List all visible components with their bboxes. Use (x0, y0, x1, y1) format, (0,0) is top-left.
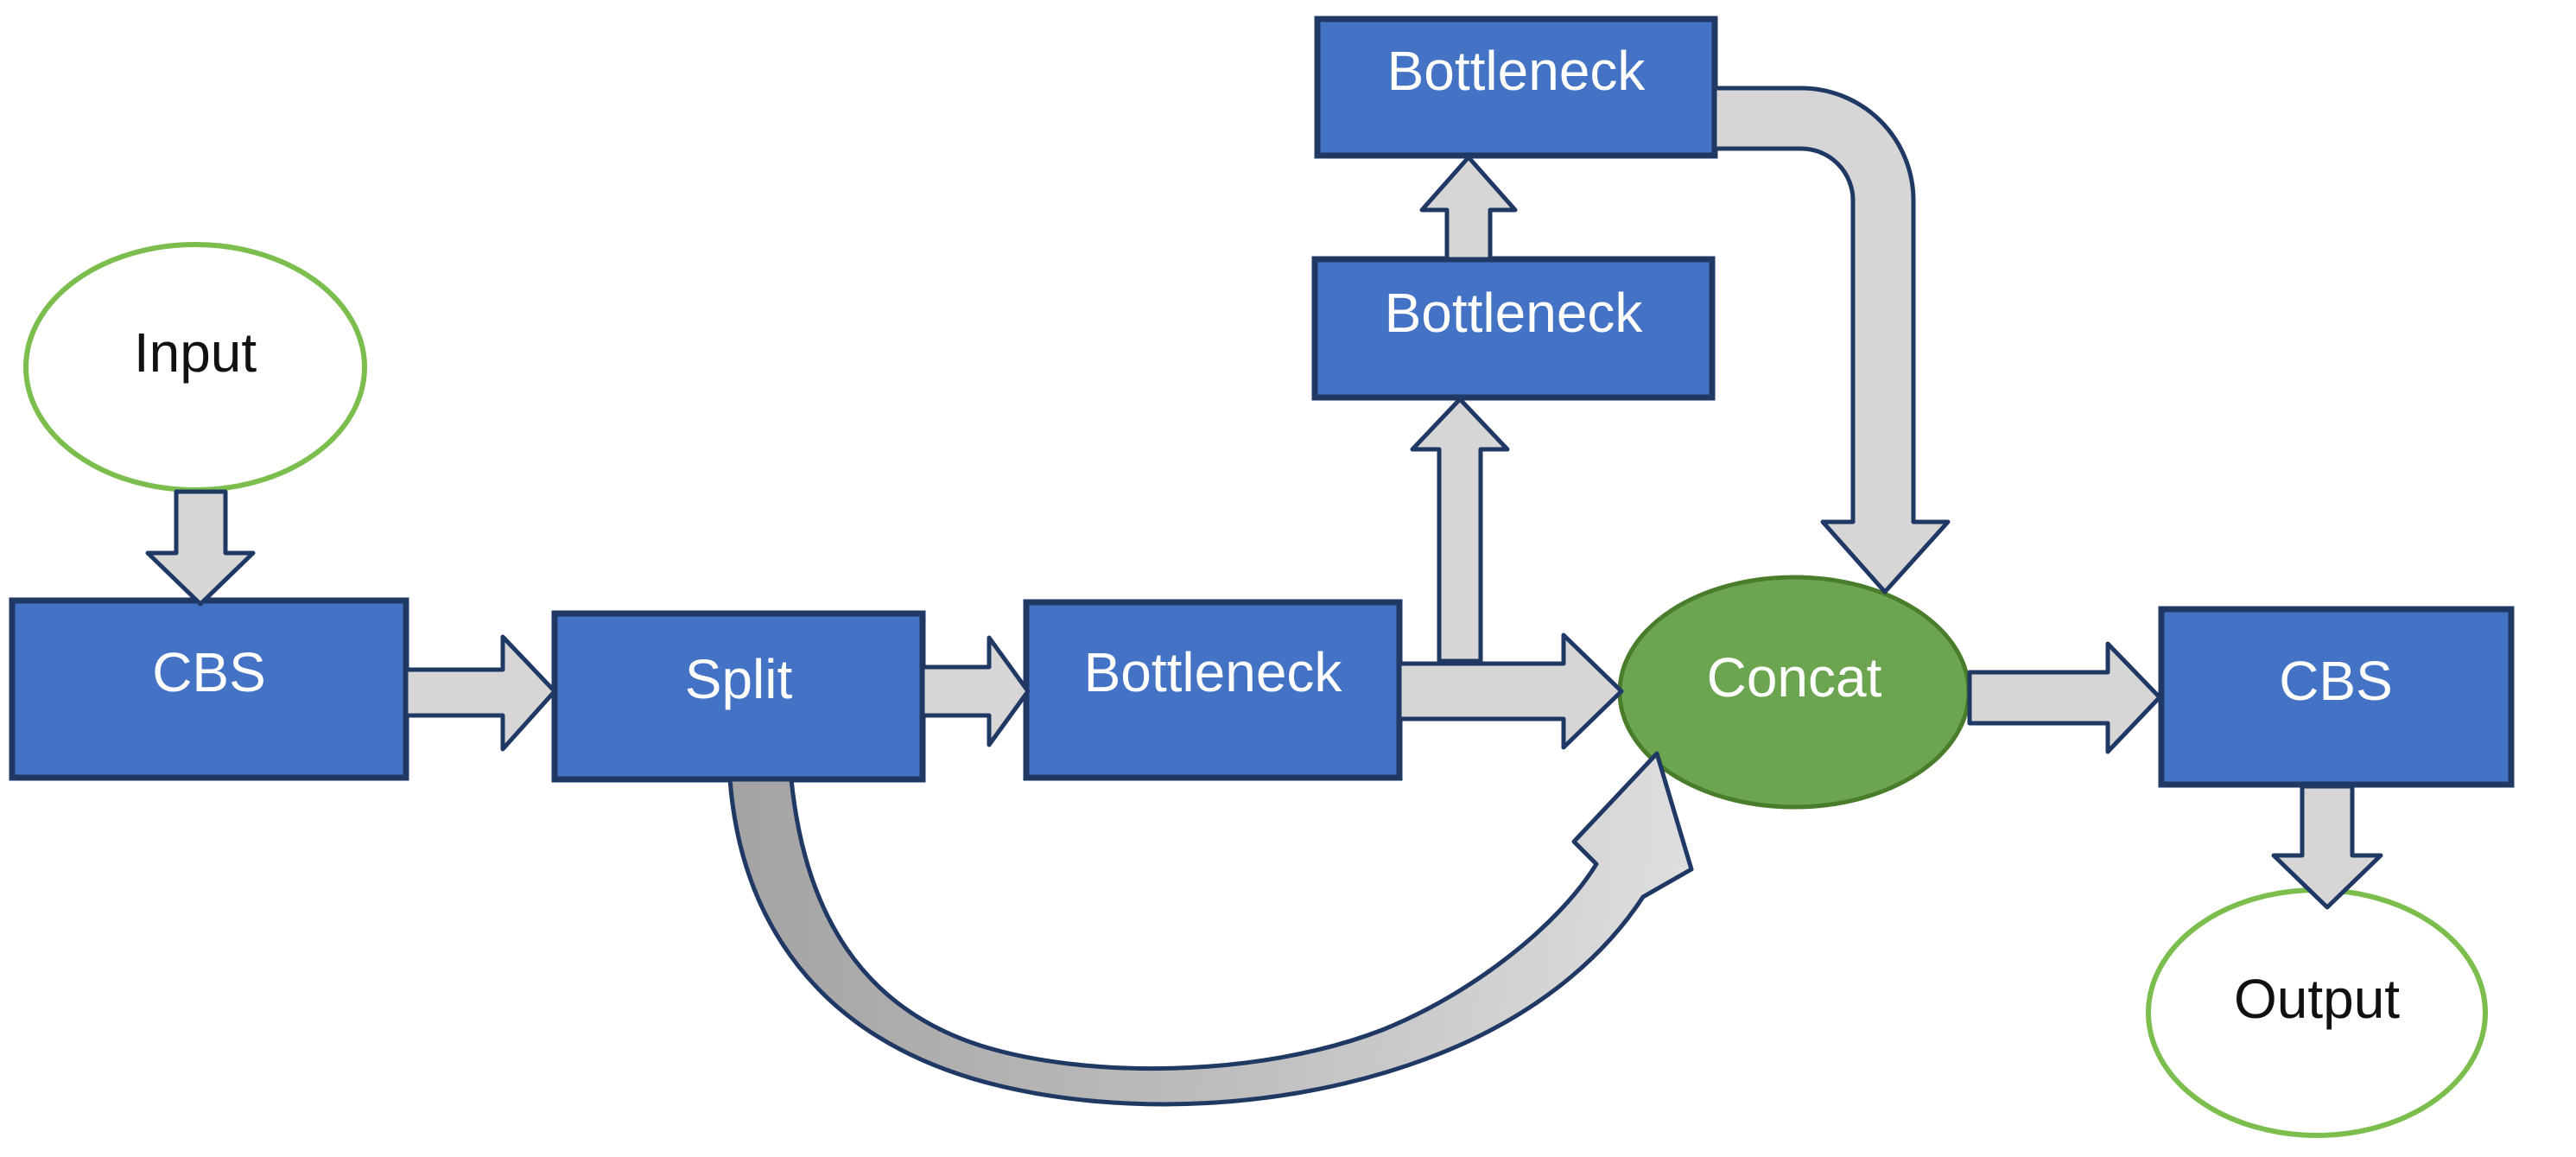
node-bottleneck-stack-top-box (1314, 16, 1718, 159)
node-bottleneck-main-box (1023, 599, 1403, 781)
label-output: Output (2234, 968, 2400, 1030)
label-input: Input (134, 321, 257, 384)
label-bottleneck-main: Bottleneck (1084, 641, 1343, 703)
connector-stack-top-to-concat (1712, 86, 1951, 594)
arrow-concat-to-cbs (1967, 641, 2162, 754)
node-split-box (551, 610, 926, 783)
arrow-cbs-to-output (2271, 784, 2383, 910)
arrow-split-to-bottleneck (920, 635, 1031, 747)
node-cbs-output-box (2158, 606, 2515, 788)
arrow-split-to-concat-curved (727, 751, 1694, 1107)
label-concat: Concat (1707, 646, 1882, 709)
arrow-input-to-cbs (145, 489, 256, 607)
label-cbs-input: CBS (152, 641, 266, 703)
label-cbs-output: CBS (2279, 650, 2393, 712)
label-bottleneck-stack-lower: Bottleneck (1385, 282, 1644, 344)
arrow-bottleneck-main-to-stack-lower (1410, 397, 1510, 664)
arrow-bottleneck-to-concat (1397, 633, 1624, 750)
node-cbs-input-box (9, 597, 409, 781)
node-bottleneck-stack-lower-box (1311, 256, 1716, 401)
arrow-cbs-to-split (403, 634, 557, 752)
arrow-stack-lower-to-stack-top (1419, 155, 1518, 262)
label-split: Split (685, 648, 793, 710)
label-bottleneck-stack-top: Bottleneck (1387, 40, 1646, 102)
